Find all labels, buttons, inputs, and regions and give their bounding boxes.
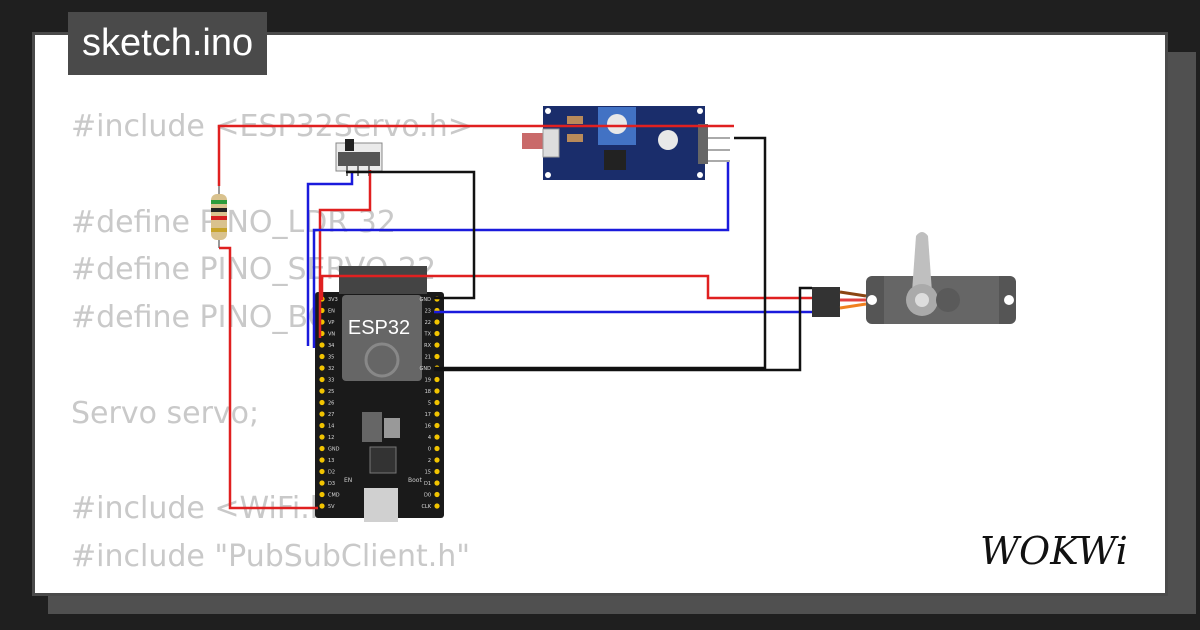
wire-blue-ldr: [312, 162, 730, 348]
esp32-pin[interactable]: [319, 399, 325, 406]
resistor[interactable]: [211, 180, 227, 248]
esp32-pin[interactable]: [319, 491, 325, 498]
esp32-pin[interactable]: [319, 342, 325, 348]
esp32-pin-label: GND: [328, 447, 340, 453]
esp32-pin-label: GND: [420, 366, 432, 372]
esp32-pin-label: 23: [425, 309, 431, 315]
esp32-pin-label: 4: [428, 435, 431, 441]
esp32-pin-label: D2: [328, 470, 335, 476]
esp32-pin-label: 12: [328, 435, 334, 441]
wire-black-servo: [434, 286, 812, 372]
esp32-pin-label: CMD: [328, 493, 340, 499]
esp32-pin-label: 22: [425, 320, 431, 326]
wokwi-logo: WOKWi: [980, 529, 1128, 573]
esp32-pin-label: VP: [328, 320, 334, 326]
esp32-pin-label: 18: [425, 389, 431, 395]
esp32-pin[interactable]: [319, 376, 325, 383]
esp32-pin-label: GND: [420, 297, 432, 303]
esp32-pin-label: 5V: [328, 504, 335, 510]
esp32-pin-label: 35: [328, 355, 334, 361]
wokwi-logo-text: WOKWi: [980, 529, 1128, 573]
esp32-pin-label: 21: [425, 355, 431, 361]
esp32-label: ESP32: [348, 317, 410, 339]
esp32-pin[interactable]: [319, 388, 325, 394]
esp32-pin-label: 15: [425, 470, 431, 476]
esp32-pin[interactable]: [434, 434, 440, 440]
esp32-pin[interactable]: [319, 480, 325, 486]
esp32-pin-label: 25: [328, 389, 334, 395]
esp32-pin[interactable]: [319, 411, 325, 417]
esp32-pin-label: 0: [428, 447, 431, 453]
esp32-pin[interactable]: [434, 388, 440, 394]
esp32-pin-label: D0: [424, 493, 431, 499]
esp32-boot-label: Boot: [408, 477, 422, 484]
esp32-pin-label: VN: [328, 332, 335, 338]
wire-black-ldr: [434, 136, 767, 370]
esp32-pin-label: 13: [328, 458, 334, 464]
esp32-pin[interactable]: [319, 353, 325, 360]
esp32-pin[interactable]: [319, 365, 325, 371]
esp32-pin[interactable]: [319, 503, 325, 509]
esp32-pin-label: 14: [328, 424, 334, 430]
ldr-module[interactable]: [522, 106, 730, 180]
esp32-pin-label: 32: [328, 366, 334, 372]
esp32-pin[interactable]: [434, 399, 440, 406]
code-line: #include <WiFi.h>: [71, 491, 354, 527]
code-line: Servo servo;: [71, 395, 260, 431]
esp32-pin-label: D3: [328, 481, 335, 487]
wire-blue-switch: [306, 172, 354, 346]
slide-switch[interactable]: [335, 139, 383, 176]
wire-red-servo: [320, 274, 812, 300]
esp32-pin-label: TX: [424, 332, 432, 338]
wire-red-switch: [318, 170, 372, 338]
esp32-pin-label: 2: [428, 458, 431, 464]
code-line: #include "PubSubClient.h": [71, 539, 471, 575]
esp32-pin[interactable]: [434, 457, 440, 463]
esp32-pin-label: 19: [425, 378, 431, 384]
wires: [217, 124, 812, 510]
esp32-pin[interactable]: [434, 411, 440, 417]
wire-red-vcc: [217, 124, 734, 186]
esp32-pin[interactable]: [319, 434, 325, 440]
esp32-pin[interactable]: [319, 457, 325, 463]
esp32-pin[interactable]: [434, 468, 440, 475]
esp32-pin[interactable]: [319, 422, 325, 429]
esp32-pin[interactable]: [434, 422, 440, 429]
wire-red-resistor: [219, 246, 318, 510]
esp32-pin[interactable]: [434, 319, 440, 325]
esp32-pin-label: 16: [425, 424, 431, 430]
esp32-pin[interactable]: [434, 330, 440, 337]
esp32-pin[interactable]: [434, 491, 440, 498]
esp32-pin-label: 27: [328, 412, 334, 418]
wire-black-switch: [346, 170, 476, 300]
esp32-en-label: EN: [344, 477, 352, 484]
esp32-pin-label: 34: [328, 343, 334, 349]
file-tab[interactable]: sketch.ino: [68, 12, 268, 75]
esp32-pin-label: CLK: [421, 504, 431, 510]
esp32-pin[interactable]: [434, 376, 440, 383]
esp32-pin-label: 33: [328, 378, 334, 384]
esp32-pin[interactable]: [434, 480, 440, 486]
esp32-pin-label: EN: [328, 309, 335, 315]
esp32-pin-label: 17: [425, 412, 431, 418]
esp32-pin[interactable]: [434, 503, 440, 509]
esp32-pin-label: 3V3: [328, 297, 338, 303]
esp32-pin[interactable]: [434, 353, 440, 360]
esp32-pin[interactable]: [319, 468, 325, 475]
esp32-pin[interactable]: [434, 445, 440, 452]
esp32-pin[interactable]: [434, 342, 440, 348]
esp32-pin[interactable]: [319, 445, 325, 452]
servo-motor[interactable]: [812, 232, 1016, 324]
esp32-pin-label: 5: [428, 401, 431, 407]
esp32-board[interactable]: [315, 266, 444, 522]
esp32-pin-label: D1: [424, 481, 431, 487]
esp32-pin-label: RX: [424, 343, 431, 349]
esp32-pin-label: 26: [328, 401, 334, 407]
